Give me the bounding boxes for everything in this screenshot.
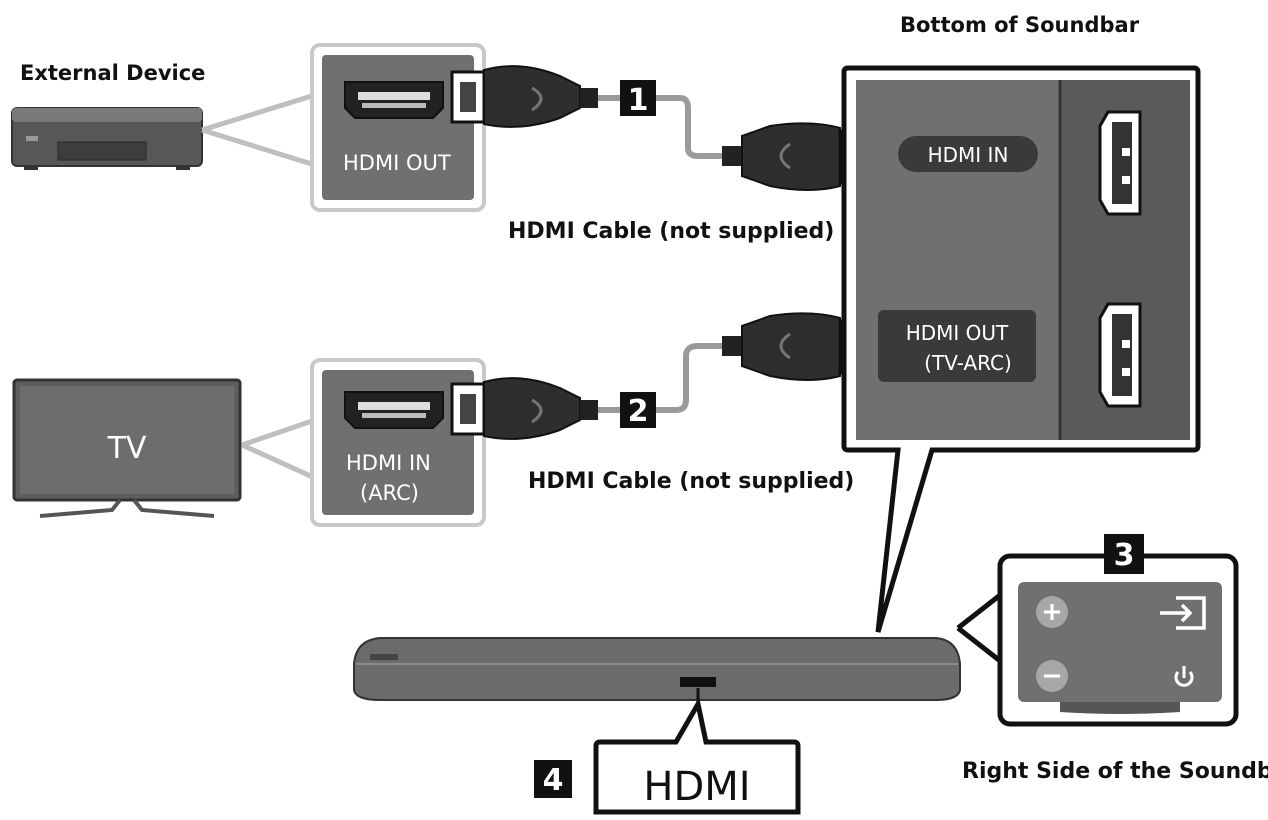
right-side-callout [997, 553, 1239, 727]
soundbar-hdmi-in-port-icon [1098, 110, 1142, 216]
soundbar-hdmi-out-label: HDMI OUT [906, 321, 1009, 345]
cable-1-label: HDMI Cable (not supplied) [508, 219, 834, 244]
power-icon [1174, 666, 1194, 687]
hdmi-port-icon [344, 81, 444, 119]
tv-label: TV [107, 431, 147, 466]
step-2-badge: 2 [620, 392, 656, 429]
soundbar-hdmi-in-label: HDMI IN [928, 143, 1009, 167]
step-4-badge: 4 [534, 760, 572, 798]
step-3-badge: 3 [1104, 534, 1144, 574]
soundbar-bottom-callout: HDMI IN HDMI OUT (TV-ARC) [841, 65, 1201, 633]
svg-text:2: 2 [628, 394, 649, 429]
svg-text:4: 4 [543, 763, 564, 798]
svg-text:3: 3 [1114, 538, 1135, 573]
hdmi-out-label: HDMI OUT [343, 151, 451, 175]
arc-label: (ARC) [360, 481, 419, 505]
soundbar-icon [353, 637, 961, 701]
minus-icon [1036, 660, 1068, 692]
soundbar-hdmi-out-port-icon [1098, 302, 1142, 408]
svg-text:1: 1 [628, 83, 649, 118]
hdmi-display-callout: HDMI [593, 697, 801, 815]
hdmi-cable-1 [450, 65, 876, 191]
hdmi-in-label: HDMI IN [346, 451, 431, 475]
step-1-badge: 1 [620, 80, 656, 118]
right-side-label: Right Side of the Soundbar [962, 759, 1268, 784]
external-device-icon [11, 107, 203, 170]
soundbar-tv-arc-label: (TV-ARC) [924, 351, 1012, 375]
input-source-icon [1160, 596, 1206, 630]
tv-hdmi-in-arc-panel: HDMI IN (ARC) [310, 358, 486, 527]
hdmi-cable-2 [450, 312, 876, 440]
external-device-hdmi-out-panel: HDMI OUT [310, 43, 486, 212]
hdmi-port-icon [344, 391, 444, 429]
hdmi-display-label: HDMI [643, 764, 750, 810]
bottom-of-soundbar-label: Bottom of Soundbar [900, 13, 1140, 37]
plus-icon [1036, 596, 1068, 628]
external-device-label: External Device [20, 61, 205, 85]
tv-icon: TV [12, 378, 242, 518]
cable-2-label: HDMI Cable (not supplied) [528, 469, 854, 494]
